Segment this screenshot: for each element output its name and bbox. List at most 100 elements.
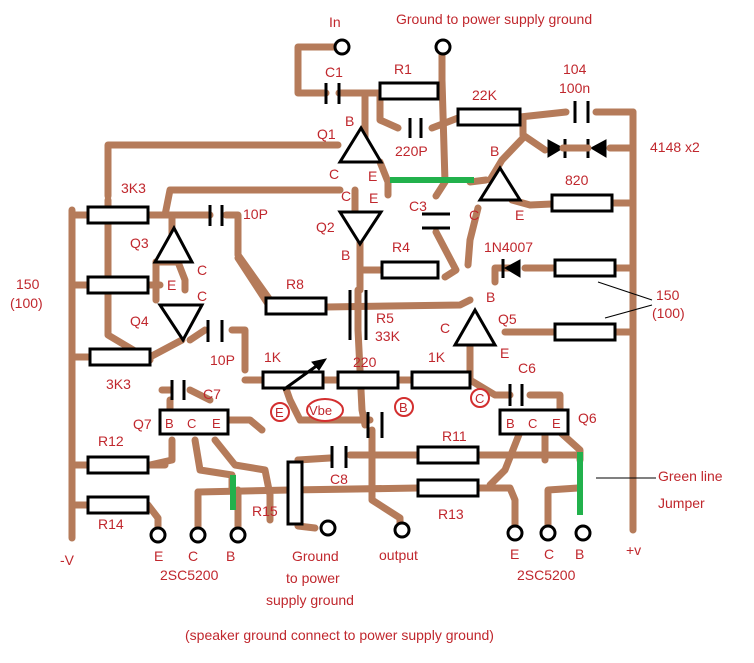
resistor-3k3-bottom <box>88 347 152 367</box>
capacitor-104 <box>573 101 590 123</box>
resistor-150-right <box>553 322 617 342</box>
capacitor-10p-bottom <box>206 320 224 342</box>
label-neg-v: -V <box>60 552 75 568</box>
label-qtop-e: E <box>515 207 524 223</box>
resistor-r11 <box>416 445 480 465</box>
label-r11: R11 <box>442 428 467 444</box>
label-q1: Q1 <box>317 126 336 142</box>
label-green-line: Green line <box>658 468 723 484</box>
label-104: 104 <box>563 61 587 77</box>
label-ground-top: Ground to power supply ground <box>396 11 592 27</box>
label-circ-e: E <box>275 405 284 420</box>
label-q3-e: E <box>167 277 176 293</box>
label-1n4007: 1N4007 <box>484 239 533 255</box>
marker-e <box>270 402 290 422</box>
label-qtop-b: B <box>490 143 499 159</box>
terminal-left-b <box>229 526 247 544</box>
label-1k-right: 1K <box>428 349 446 365</box>
label-q3-c: C <box>197 262 207 278</box>
label-820: 820 <box>565 172 589 188</box>
label-r4: R4 <box>392 239 410 255</box>
transistor-q-top <box>477 165 523 202</box>
label-220p: 220P <box>395 143 428 159</box>
terminal-input <box>333 38 351 56</box>
capacitor-c3 <box>422 212 450 230</box>
label-right-b: B <box>575 546 584 562</box>
label-q1-e: E <box>368 168 377 184</box>
transistor-q1 <box>337 125 384 164</box>
label-q2: Q2 <box>316 219 335 235</box>
label-q2-c: C <box>341 188 351 204</box>
transistors <box>152 125 570 436</box>
resistor-22k <box>456 107 522 127</box>
capacitor-c6 <box>508 384 524 406</box>
label-vbe: Vbe <box>309 403 332 418</box>
marker-b <box>394 397 414 417</box>
callout-lines <box>596 281 656 479</box>
diodes <box>501 139 607 278</box>
label-r15: R15 <box>252 503 278 519</box>
resistor-r4 <box>380 260 440 280</box>
label-220: 220 <box>353 354 377 370</box>
label-150-left: 150 <box>16 276 40 292</box>
label-100-left: (100) <box>10 295 43 311</box>
transistor-q5 <box>452 306 498 347</box>
label-q5-b: B <box>486 289 495 305</box>
label-part-right: 2SC5200 <box>517 567 576 583</box>
label-q7-c: C <box>187 416 196 431</box>
label-150-right: 150 <box>656 287 680 303</box>
label-ground-bottom-2: to power <box>286 570 340 586</box>
label-r5: R5 <box>376 310 394 326</box>
capacitor-c8 <box>330 446 348 468</box>
label-jumper: Jumper <box>658 495 705 511</box>
label-q5: Q5 <box>498 311 517 327</box>
label-right-c: C <box>544 546 554 562</box>
label-ground-bottom-1: Ground <box>292 548 339 564</box>
label-q7-e: E <box>212 416 221 431</box>
resistor-3k3-top <box>86 205 150 225</box>
resistors <box>86 81 617 526</box>
capacitor-10p-top <box>208 205 224 226</box>
label-100n: 100n <box>559 80 590 96</box>
terminal-ground-top <box>434 38 452 56</box>
terminal-right-e <box>506 524 524 542</box>
label-q6-c: C <box>528 416 537 431</box>
terminal-left-e <box>149 526 167 544</box>
transistor-q7 <box>158 408 230 436</box>
label-22k: 22K <box>472 87 498 103</box>
label-r14: R14 <box>98 516 124 532</box>
label-q7: Q7 <box>133 416 152 432</box>
transistor-q4 <box>157 303 205 343</box>
label-q5-c: C <box>440 320 450 336</box>
capacitor-220p <box>408 118 423 138</box>
resistor-1n4007-150 <box>553 258 617 278</box>
marker-c <box>470 388 490 408</box>
label-part-left: 2SC5200 <box>160 567 219 583</box>
resistor-220 <box>336 370 400 390</box>
label-c8: C8 <box>330 471 348 487</box>
labels: In Ground to power supply ground C1 R1 2… <box>10 11 723 643</box>
label-r1: R1 <box>394 61 412 77</box>
label-qtop-c: C <box>469 207 479 223</box>
resistor-r5 <box>348 290 368 340</box>
label-q4: Q4 <box>130 313 149 329</box>
terminal-left-c <box>189 526 207 544</box>
label-4148: 4148 x2 <box>650 139 700 155</box>
label-c7: C7 <box>203 386 221 402</box>
label-circ-b: B <box>399 400 408 415</box>
label-q2-b: B <box>341 247 350 263</box>
label-output: output <box>379 547 418 563</box>
resistor-r8 <box>264 296 328 316</box>
diode-4148-b <box>589 139 607 158</box>
label-q2-e: E <box>369 190 378 206</box>
terminal-right-c <box>539 524 557 542</box>
bias-markers <box>270 388 490 422</box>
resistor-r15 <box>286 460 304 526</box>
resistor-r1 <box>378 81 440 101</box>
transistor-q3 <box>152 224 195 264</box>
green-jumpers <box>230 177 583 515</box>
diode-4148-a <box>547 139 565 158</box>
label-left-c: C <box>188 548 198 564</box>
